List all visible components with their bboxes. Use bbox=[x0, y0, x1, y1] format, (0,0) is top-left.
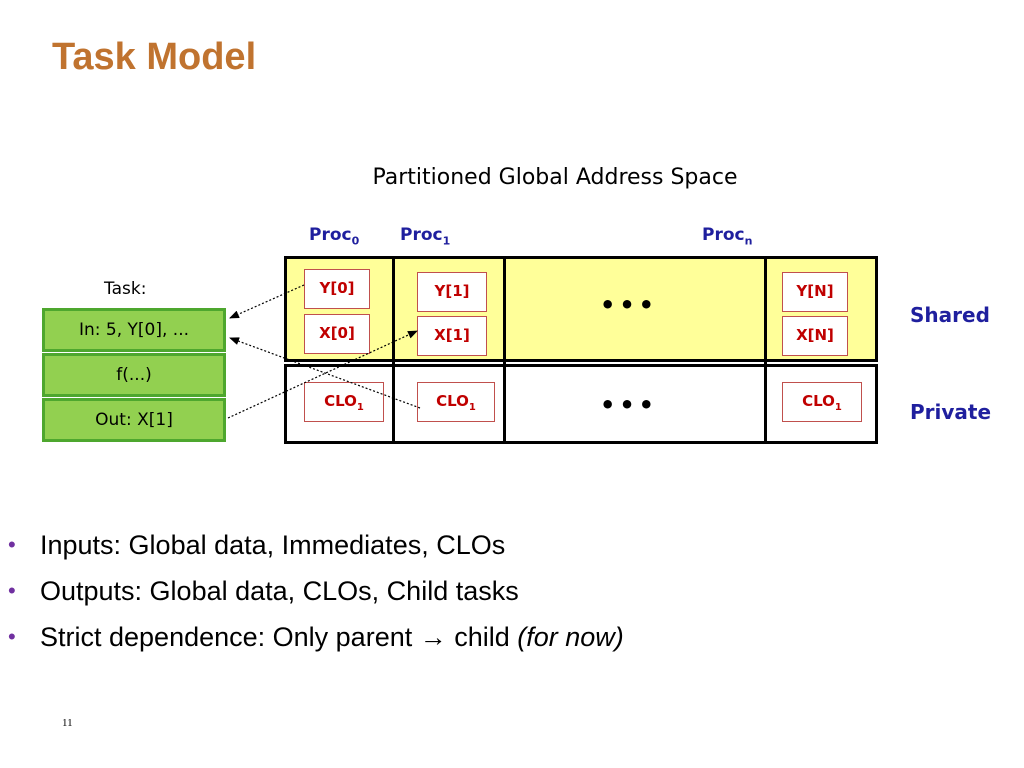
proc-1-label: Proc1 bbox=[400, 225, 451, 248]
diagram-subtitle: Partitioned Global Address Space bbox=[372, 165, 738, 190]
bullet-italic-note: (for now) bbox=[517, 622, 624, 652]
bullet-text: Strict dependence: Only parent → child bbox=[40, 622, 518, 652]
proc-0-label: Proc0 bbox=[309, 225, 360, 248]
private-cell-clo-procn: CLO1 bbox=[782, 382, 862, 422]
bullet-text: Inputs: Global data, Immediates, CLOs bbox=[40, 530, 506, 560]
private-cell-clo-proc1: CLO1 bbox=[417, 382, 495, 422]
arrow-outputs-to-x1 bbox=[227, 330, 418, 419]
shared-label: Shared bbox=[910, 303, 990, 327]
private-ellipsis: ••• bbox=[600, 391, 659, 419]
shared-cell-xn: X[N] bbox=[782, 316, 848, 356]
shared-ellipsis: ••• bbox=[600, 291, 659, 319]
task-outputs-box: Out: X[1] bbox=[42, 398, 226, 442]
shared-cell-x1: X[1] bbox=[417, 316, 487, 356]
bullet-marker: • bbox=[8, 624, 16, 649]
task-label: Task: bbox=[104, 279, 147, 299]
arrow-clo-to-inputs bbox=[229, 337, 421, 409]
bullet-text: Outputs: Global data, CLOs, Child tasks bbox=[40, 576, 519, 606]
shared-cell-x0: X[0] bbox=[304, 314, 370, 354]
shared-memory-row bbox=[284, 256, 878, 362]
shared-cell-y0: Y[0] bbox=[304, 269, 370, 309]
shared-cell-y1: Y[1] bbox=[417, 272, 487, 312]
bullet-marker: • bbox=[8, 532, 16, 557]
divider-proc1-ellipsis bbox=[503, 256, 506, 444]
shared-cell-yn: Y[N] bbox=[782, 272, 848, 312]
slide-title: Task Model bbox=[52, 36, 257, 78]
task-inputs-box: In: 5, Y[0], ... bbox=[42, 308, 226, 352]
task-function-box: f(...) bbox=[42, 353, 226, 397]
private-cell-clo-proc0: CLO1 bbox=[304, 382, 384, 422]
divider-proc0-proc1 bbox=[392, 256, 395, 444]
proc-n-label: Procn bbox=[702, 225, 753, 248]
bullet-text-wrapper: Strict dependence: Only parent → child (… bbox=[40, 622, 624, 653]
arrow-y0-to-inputs bbox=[229, 284, 305, 319]
divider-ellipsis-procn bbox=[764, 256, 767, 444]
bullet-marker: • bbox=[8, 578, 16, 603]
page-number: 11 bbox=[62, 717, 73, 729]
private-label: Private bbox=[910, 400, 992, 424]
